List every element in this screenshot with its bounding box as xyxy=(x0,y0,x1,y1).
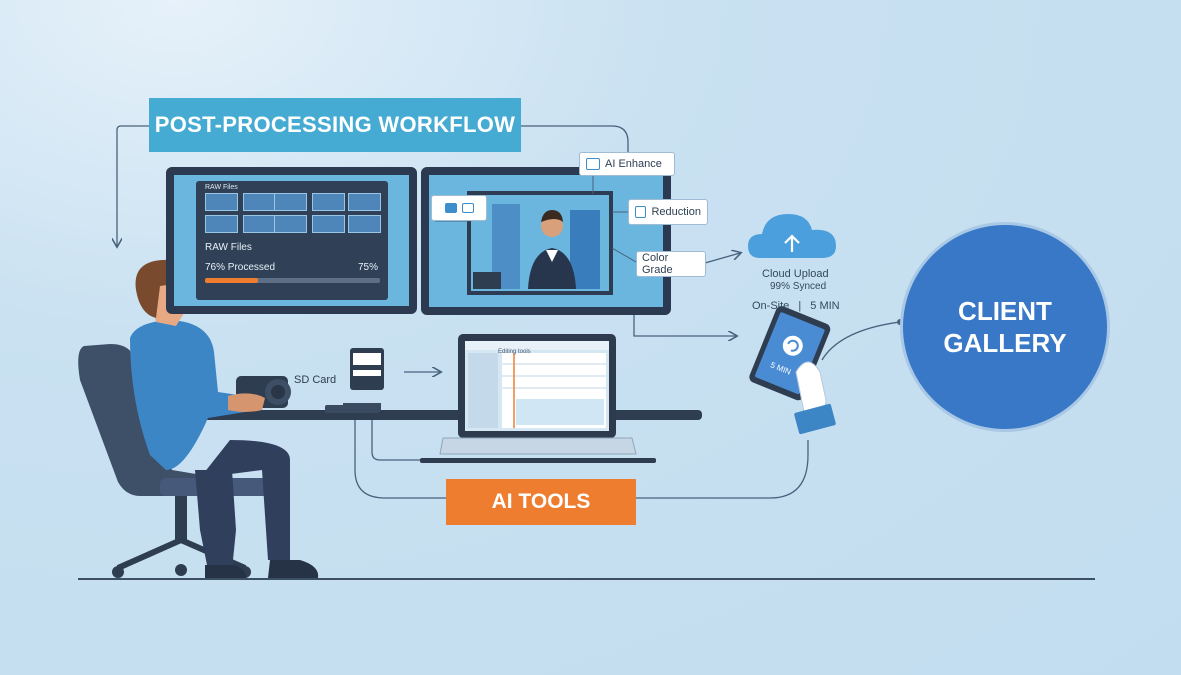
photo-thumbnail xyxy=(243,215,276,233)
connector-ai-tools xyxy=(354,418,446,499)
cloud-sync-status: 99% Synced xyxy=(770,281,827,292)
workflow-title: POST-PROCESSING WORKFLOW xyxy=(154,112,516,137)
photo-thumbnail xyxy=(205,193,238,211)
photo-thumbnail xyxy=(243,193,276,211)
onsite-separator: | xyxy=(798,300,802,312)
ai-tools-label: AI TOOLS xyxy=(491,490,591,513)
lock-callout xyxy=(431,195,487,221)
processed-label: 76% Processed xyxy=(205,262,276,273)
lock-icon xyxy=(461,203,474,213)
photo-thumbnail xyxy=(348,193,381,211)
color-grade-callout: Color Grade xyxy=(636,251,706,277)
photo-thumbnail xyxy=(205,215,238,233)
chair xyxy=(78,344,257,496)
ai-enhance-label: AI Enhance xyxy=(605,158,662,170)
workflow-title-banner: POST-PROCESSING WORKFLOW xyxy=(149,98,521,152)
photo-thumbnail xyxy=(274,215,307,233)
reduction-callout: Reduction xyxy=(628,199,708,225)
photo-thumbnail xyxy=(274,193,307,211)
connector-top xyxy=(521,125,629,158)
client-gallery-circle: CLIENT GALLERY xyxy=(903,225,1107,429)
connector-tablet xyxy=(633,315,736,336)
cloud-upload-label: Cloud Upload xyxy=(762,268,829,280)
person-illustration xyxy=(130,259,319,578)
progress-fill xyxy=(205,278,258,283)
client-gallery-line1: CLIENT xyxy=(958,296,1052,326)
reduction-label: Reduction xyxy=(651,206,701,218)
progress-bar xyxy=(205,278,380,283)
processed-percent: 75% xyxy=(358,262,379,273)
onsite-time: 5 MIN xyxy=(810,300,840,312)
client-gallery-line2: GALLERY xyxy=(943,328,1067,358)
cloud-upload-icon xyxy=(748,214,836,258)
raw-files-label: RAW Files xyxy=(205,242,252,253)
connector-cloud xyxy=(704,253,740,264)
connector-left xyxy=(117,125,149,246)
connector-gallery xyxy=(821,321,901,361)
connector-laptop-cable xyxy=(371,418,460,461)
laptop-base xyxy=(439,437,637,455)
lock-icon xyxy=(444,203,457,213)
raw-files-panel-title: RAW Files xyxy=(205,184,238,191)
laptop-title: Editing tools xyxy=(498,349,531,355)
connector-ai-right xyxy=(636,440,809,499)
right-monitor xyxy=(421,167,671,315)
sd-card-label: SD Card xyxy=(294,374,337,386)
photo-thumbnail xyxy=(312,193,345,211)
color-grade-label: Color Grade xyxy=(642,252,673,276)
photo-thumbnail xyxy=(348,215,381,233)
sparkle-icon xyxy=(586,158,600,170)
ai-tools-banner: AI TOOLS xyxy=(446,479,636,525)
onsite-label: On-Site xyxy=(752,300,790,312)
noise-icon xyxy=(635,206,647,218)
ai-enhance-callout: AI Enhance xyxy=(579,152,675,176)
desk xyxy=(192,410,702,420)
onsite-row: On-Site | 5 MIN xyxy=(752,300,840,312)
photo-thumbnail xyxy=(312,215,345,233)
